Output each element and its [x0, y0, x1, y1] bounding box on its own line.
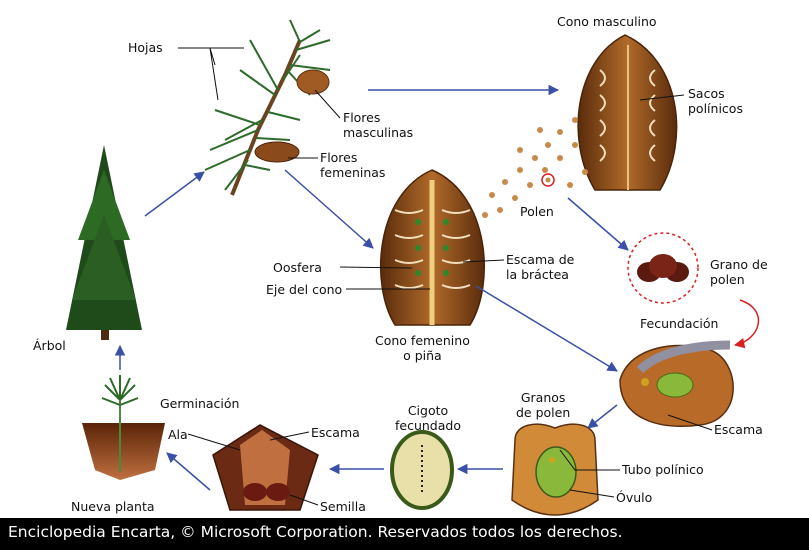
label-flores-femeninas: Flores femeninas — [320, 150, 386, 180]
male-cone-illustration — [577, 34, 678, 191]
fertilization-scale-illustration — [619, 299, 760, 427]
label-escama-de-la-bractea: Escama de la bráctea — [506, 252, 575, 282]
label-cono-femenino: Cono femenino o piña — [375, 333, 470, 363]
label-ala: Ala — [168, 427, 188, 442]
label-nueva-planta: Nueva planta — [71, 499, 155, 514]
ovule-illustration — [511, 423, 599, 516]
label-oosfera: Oosfera — [273, 260, 322, 275]
label-polen: Polen — [520, 204, 554, 219]
label-escama-ovule: Escama — [714, 422, 763, 437]
label-semilla: Semilla — [320, 499, 366, 514]
label-germinacion: Germinación — [160, 396, 240, 411]
label-sacos-polinicos: Sacos polínicos — [688, 86, 743, 116]
label-leader-lines — [178, 47, 713, 506]
label-eje-del-cono: Eje del cono — [266, 282, 343, 297]
label-grano-de-polen: Grano de polen — [710, 257, 768, 287]
zygote-illustration — [390, 430, 454, 510]
label-ovulo: Óvulo — [616, 490, 653, 505]
cycle-arrows — [114, 84, 629, 491]
pollen-grain-illustration — [627, 232, 699, 304]
pollen-dots — [482, 117, 588, 218]
label-escama-seed: Escama — [311, 425, 360, 440]
label-cigoto-fecundado: Cigoto fecundado — [395, 403, 461, 433]
label-granos-de-polen: Granos de polen — [516, 390, 571, 420]
copyright-footer: Enciclopedia Encarta, © Microsoft Corpor… — [0, 518, 809, 550]
female-cone-illustration — [380, 169, 485, 326]
label-flores-masculinas: Flores masculinas — [343, 110, 414, 140]
label-tubo-polinico: Tubo polínico — [622, 462, 704, 477]
tree-illustration — [66, 145, 142, 340]
pine-branch-illustration — [204, 19, 331, 196]
label-arbol: Árbol — [33, 338, 66, 353]
label-fecundacion: Fecundación — [640, 316, 719, 331]
label-hojas: Hojas — [128, 40, 163, 55]
label-cono-masculino: Cono masculino — [557, 14, 657, 29]
new-plant-illustration — [82, 375, 165, 480]
seed-illustration — [212, 424, 319, 511]
copyright-text: Enciclopedia Encarta, © Microsoft Corpor… — [8, 523, 623, 541]
